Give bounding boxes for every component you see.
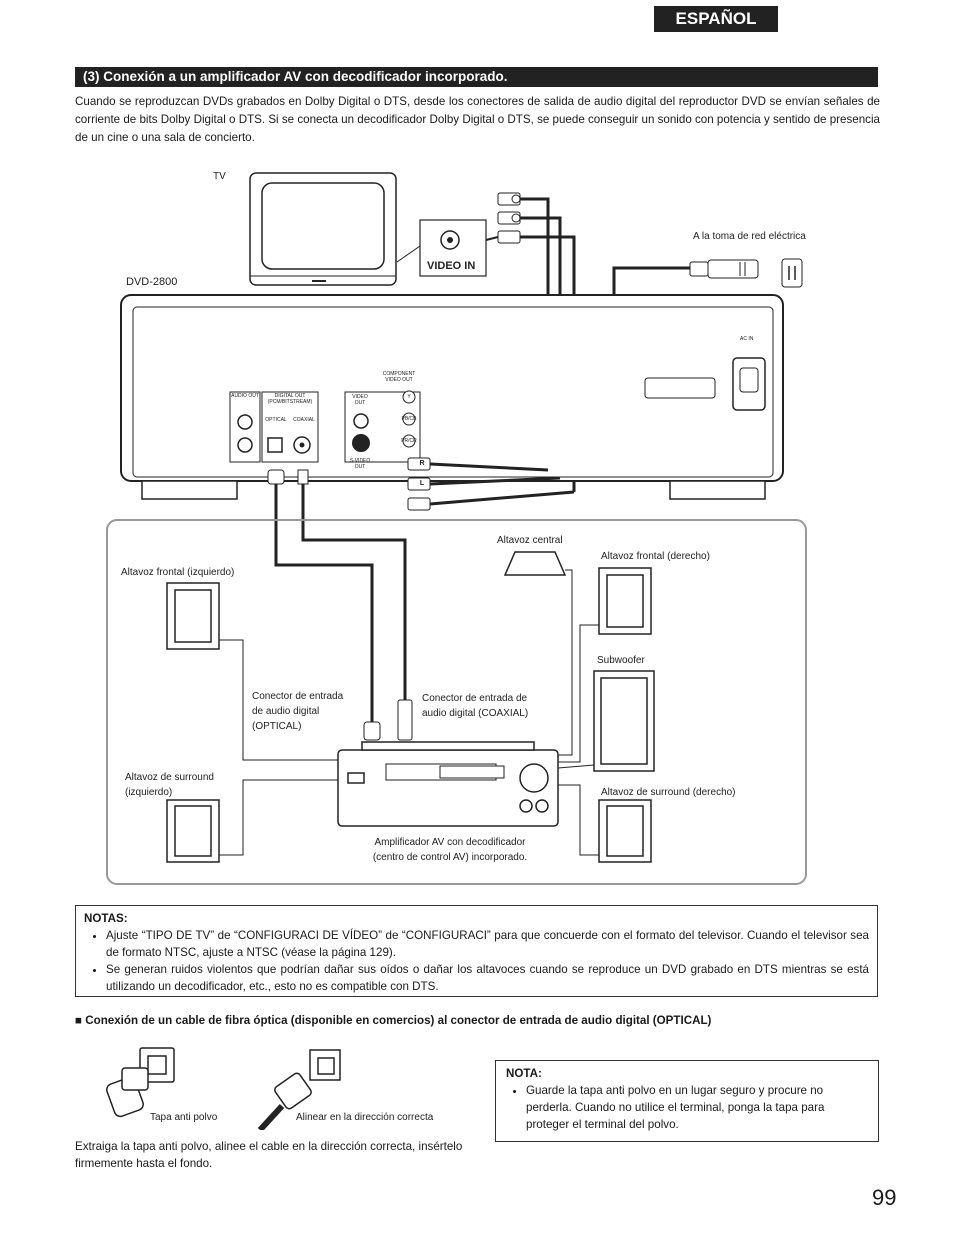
dvd-model-label: DVD-2800 bbox=[126, 276, 177, 288]
notes-title: NOTAS: bbox=[84, 912, 128, 925]
component-out-label: COMPONENT VIDEO OUT bbox=[382, 371, 416, 383]
optical-input-label-1: Conector de entrada bbox=[252, 691, 344, 702]
nota-title: NOTA: bbox=[506, 1067, 542, 1080]
optical-input-label-3: (OPTICAL) bbox=[252, 721, 301, 732]
video-out-label: VIDEO OUT bbox=[352, 394, 368, 406]
optical-label: OPTICAL bbox=[265, 417, 287, 423]
square-bullet-icon: ■ bbox=[75, 1014, 83, 1027]
amplifier-label-2: (centro de control AV) incorporado. bbox=[373, 852, 527, 863]
digital-cables bbox=[267, 469, 413, 741]
note-item: Se generan ruidos violentos que podrían … bbox=[106, 961, 869, 995]
tv-label: TV bbox=[213, 171, 226, 182]
intro-paragraph: Cuando se reproduzcan DVDs grabados en D… bbox=[75, 95, 880, 144]
coaxial-input-label-1: Conector de entrada de bbox=[422, 693, 528, 704]
tv-illustration bbox=[249, 172, 397, 286]
page-number: 99 bbox=[872, 1185, 897, 1210]
surround-left-label-2: (izquierdo) bbox=[125, 787, 172, 798]
y-label: Y bbox=[407, 394, 411, 400]
optical-cable-illustration bbox=[106, 1047, 341, 1130]
amplifier-label-1: Amplificador AV con decodificador bbox=[374, 837, 526, 848]
section-title: (3) Conexión a un amplificador AV con de… bbox=[75, 67, 878, 87]
front-right-label: Altavoz frontal (derecho) bbox=[601, 551, 710, 562]
optical-input-label-2: de audio digital bbox=[252, 706, 319, 717]
optical-heading-text: Conexión de un cable de fibra óptica (di… bbox=[85, 1014, 712, 1027]
language-tab: ESPAÑOL bbox=[654, 6, 778, 32]
pr-label: PR/CR bbox=[401, 438, 417, 444]
coaxial-input-label-2: audio digital (COAXIAL) bbox=[422, 708, 528, 719]
dust-cap-label: Tapa anti polvo bbox=[150, 1112, 218, 1123]
audio-out-label: AUDIO OUT bbox=[231, 393, 259, 399]
nota-item: Guarde la tapa anti polvo en un lugar se… bbox=[526, 1082, 868, 1133]
surround-left-label-1: Altavoz de surround bbox=[125, 772, 214, 783]
av-amplifier bbox=[337, 741, 559, 827]
front-left-label: Altavoz frontal (izquierdo) bbox=[121, 567, 234, 578]
speakers bbox=[166, 551, 655, 863]
nota-box: NOTA: Guarde la tapa anti polvo en un lu… bbox=[495, 1060, 879, 1142]
dvd-player-rear bbox=[120, 294, 784, 500]
note-item: Ajuste “TIPO DE TV” de “CONFIGURACI DE V… bbox=[106, 927, 869, 961]
coaxial-label: COAXIAL bbox=[293, 417, 315, 423]
optical-instructions: Extraiga la tapa anti polvo, alinee el c… bbox=[75, 1140, 463, 1170]
svideo-out-label: S-VIDEO OUT bbox=[349, 458, 371, 470]
rca-r-label: R bbox=[419, 460, 425, 467]
subwoofer-label: Subwoofer bbox=[597, 655, 645, 666]
notes-box: NOTAS: Ajuste “TIPO DE TV” de “CONFIGURA… bbox=[75, 905, 878, 997]
video-in-label: VIDEO IN bbox=[427, 260, 475, 272]
digital-out-label: DIGITAL OUT (PCM/BITSTREAM) bbox=[267, 393, 313, 405]
pb-label: PB/CB bbox=[401, 416, 417, 422]
align-label: Alinear en la dirección correcta bbox=[296, 1112, 434, 1123]
ac-in-label: AC IN bbox=[740, 336, 754, 342]
optical-heading: ■ Conexión de un cable de fibra óptica (… bbox=[75, 1014, 711, 1027]
center-speaker-label: Altavoz central bbox=[497, 535, 563, 546]
power-label: A la toma de red eléctrica bbox=[693, 231, 806, 242]
connection-diagram: TV VIDEO IN A la toma de red eléctrica D… bbox=[106, 171, 807, 885]
surround-right-label: Altavoz de surround (derecho) bbox=[601, 787, 736, 798]
rca-l-label: L bbox=[419, 480, 425, 487]
